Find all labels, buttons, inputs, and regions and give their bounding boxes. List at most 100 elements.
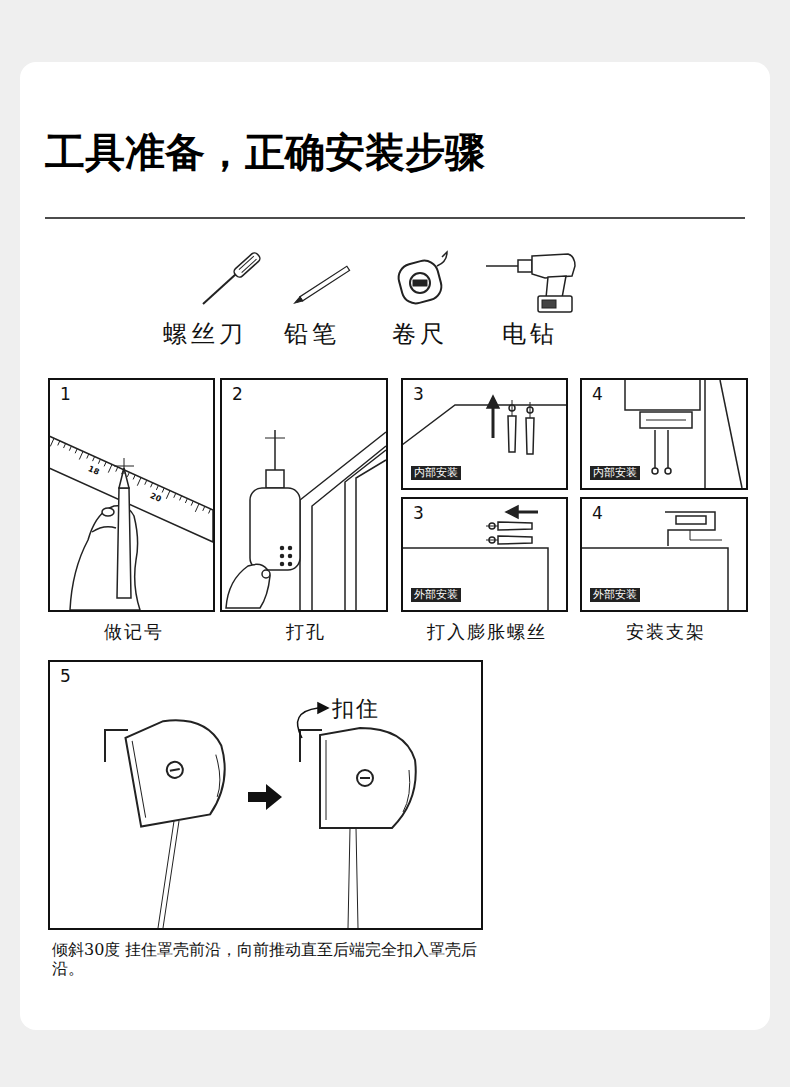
tool-label: 铅笔 [284,320,340,349]
step-number: 2 [232,384,243,404]
drill-drawing [226,430,300,608]
mount-tag: 外部安装 [411,588,461,602]
drill-icon-part [538,296,572,312]
inside-bracket-drawing-part [654,430,656,468]
push-arrow [248,784,282,810]
step-number: 4 [592,384,603,404]
ruler-tick [162,488,164,493]
wall-anchor-drawing-part [516,511,538,514]
ruler-tick [104,462,106,467]
step-caption: 做记号 [20,620,247,643]
hand-drawing-part [92,527,116,532]
step-caption: 打孔 [192,620,420,643]
screwdriver-icon-part-part [233,251,262,279]
step-panel: 3外部安装打入膨胀螺丝 [401,497,568,612]
outside-bracket-drawing-part [676,516,706,524]
inside-bracket-drawing-part [625,380,700,410]
ruler-tick [191,501,193,506]
ceiling-anchor-drawing-part [402,405,566,445]
ruler-tick [64,443,66,448]
ceiling-anchor-drawing-part [492,406,495,438]
pencil-drawing-part [117,488,131,598]
roller-casing-fixed [300,728,416,928]
ruler-tick [98,459,100,464]
inside-bracket-drawing-part [640,412,692,428]
ruler-tick [87,454,89,459]
ruler-tick [145,480,147,485]
drill-icon-part [486,265,518,267]
ruler-tick [108,464,112,472]
window-frame-drawing [300,432,386,610]
step-number: 1 [60,384,71,404]
drill-drawing-part [265,438,285,439]
pencil-icon-part-part [300,266,350,301]
roller-casing-tilted-part-part [132,727,225,818]
step-panel: 4内部安装 [580,378,748,490]
tape-measure-icon-part [396,258,445,307]
drill-icon-part [518,260,532,272]
inside-bracket-drawing [625,380,742,488]
mount-tag: 内部安装 [411,466,461,480]
step-caption: 安装支架 [552,620,780,643]
roller-casing-tilted-part [163,821,179,928]
roller-casing-fixed-part [326,740,410,820]
drill-drawing-part [250,488,300,570]
push-arrow-part [248,784,282,810]
window-frame-drawing-part [300,432,386,610]
tape-measure-icon-part [410,273,430,293]
ceiling-anchor-drawing-part [526,418,534,454]
pencil-icon [293,266,349,305]
wall-anchor-drawing-part [498,522,532,530]
pencil-icon-part-part [293,297,302,306]
wall-anchor-drawing-part [486,540,498,541]
outside-bracket-drawing-part [690,530,722,540]
ruler-number: 18 [87,464,101,477]
ruler-tick [133,475,135,480]
wall-anchor-drawing-part [506,506,518,518]
step-note: 倾斜30度 挂住罩壳前沿，向前推动直至后端完全扣入罩壳后沿。 [52,940,497,978]
step-number: 3 [413,503,424,523]
rotate-arrow-part [298,708,318,738]
page-title: 工具准备，正确安装步骤 [45,126,485,178]
wall-anchor-drawing [402,506,548,610]
pencil-drawing-part [124,458,125,474]
window-frame-drawing-part [345,450,386,610]
rotate-arrow [298,703,328,738]
tool-label: 螺丝刀 [163,320,247,349]
inside-bracket-drawing-part [720,380,742,488]
step-panel: 1做记号 [48,378,215,612]
ruler-tick [203,506,205,511]
ruler-tick [174,493,176,498]
roller-casing-tilted-part-part [166,761,185,780]
ruler-tick [185,498,187,503]
drill-drawing-part [226,564,270,608]
ruler-tick [79,451,83,459]
ceiling-anchor-drawing-part [530,402,531,418]
ceiling-anchor-drawing-part [487,396,499,408]
inside-bracket-drawing-part [665,468,671,474]
tape-measure-icon [396,252,447,306]
roller-casing-tilted-part [158,821,174,928]
inside-bracket-drawing-part [667,430,669,468]
outside-bracket-drawing [582,512,728,610]
drill-drawing-part [289,555,292,558]
window-frame-drawing-part [312,446,386,610]
roller-casing-tilted-part [124,712,233,827]
roller-casing-fixed-part [356,828,358,928]
drill-drawing-part [281,547,284,550]
ruler-tick [151,483,153,488]
ceiling-anchor-drawing-part [508,416,516,452]
drill-drawing-part [289,547,292,550]
step-number: 5 [60,666,71,686]
roller-casing-fixed-part [360,777,370,779]
ruler-tick [156,485,158,490]
drill-icon [486,254,575,312]
drill-drawing-part [262,570,270,578]
tool-label: 电钻 [502,320,558,349]
drill-drawing-part [281,555,284,558]
tape-measure-icon-part [437,252,447,266]
roller-casing-tilted [105,712,233,928]
screwdriver-icon [203,251,261,304]
outside-bracket-drawing-part [582,548,728,610]
